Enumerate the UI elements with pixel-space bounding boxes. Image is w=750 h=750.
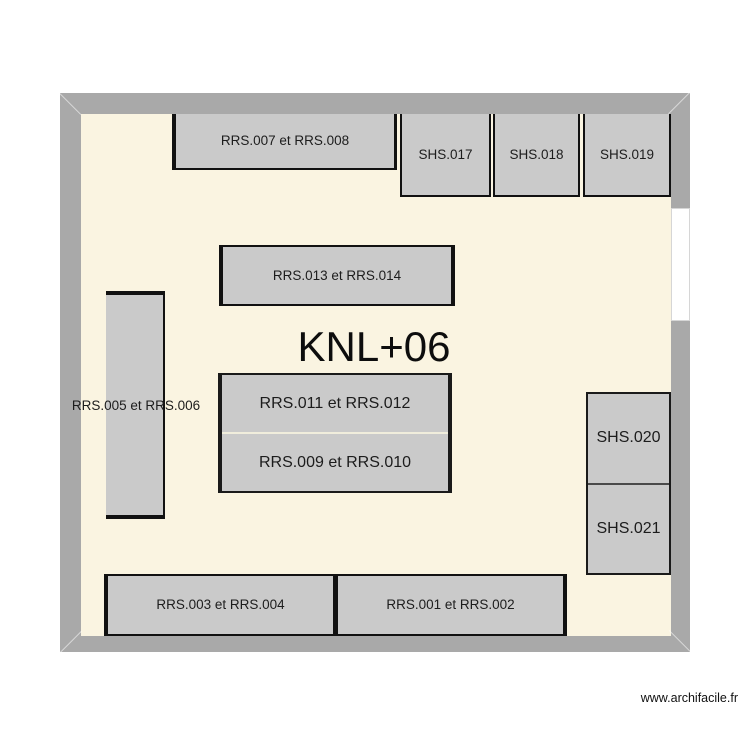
room-label[interactable]: KNL+06 [297, 323, 451, 370]
furniture-label: RRS.003 et RRS.004 [156, 597, 285, 613]
furniture-label: RRS.007 et RRS.008 [220, 133, 350, 149]
furniture-label: SHS.021 [596, 519, 661, 537]
wall-opening-window[interactable] [671, 208, 690, 321]
furniture-label: RRS.001 et RRS.002 [386, 597, 515, 613]
furniture-rrs-009-010[interactable]: RRS.009 et RRS.010 [222, 434, 448, 491]
furniture-label: RRS.013 et RRS.014 [272, 267, 402, 283]
furniture-rrs-003-004[interactable]: RRS.003 et RRS.004 [104, 574, 337, 636]
furniture-rrs-013-014[interactable]: RRS.013 et RRS.014 [219, 245, 455, 306]
furniture-shs-017[interactable]: SHS.017 [400, 114, 491, 197]
furniture-group-shs-020-021: SHS.020 SHS.021 [586, 392, 671, 575]
furniture-divider [222, 432, 448, 434]
furniture-label: RRS.011 et RRS.012 [259, 394, 411, 412]
furniture-label: SHS.017 [418, 146, 473, 162]
furniture-rrs-001-002[interactable]: RRS.001 et RRS.002 [334, 574, 567, 636]
furniture-group-rrs-009-012: RRS.011 et RRS.012 RRS.009 et RRS.010 [218, 373, 452, 493]
furniture-rrs-007-008[interactable]: RRS.007 et RRS.008 [172, 114, 397, 170]
furniture-shs-021[interactable]: SHS.021 [588, 485, 669, 574]
furniture-shs-018[interactable]: SHS.018 [493, 114, 580, 197]
furniture-divider [588, 482, 669, 485]
furniture-label-rrs-005-006: RRS.005 et RRS.006 [71, 398, 201, 413]
furniture-label: RRS.009 et RRS.010 [258, 453, 412, 471]
furniture-rrs-011-012[interactable]: RRS.011 et RRS.012 [222, 375, 448, 432]
watermark: www.archifacile.fr [640, 691, 738, 705]
furniture-shs-020[interactable]: SHS.020 [588, 394, 669, 483]
furniture-label: SHS.018 [509, 146, 564, 162]
furniture-label: SHS.020 [596, 429, 661, 447]
furniture-shs-019[interactable]: SHS.019 [583, 114, 671, 197]
furniture-label: SHS.019 [599, 146, 655, 162]
furniture-rrs-005-006[interactable] [106, 291, 165, 519]
